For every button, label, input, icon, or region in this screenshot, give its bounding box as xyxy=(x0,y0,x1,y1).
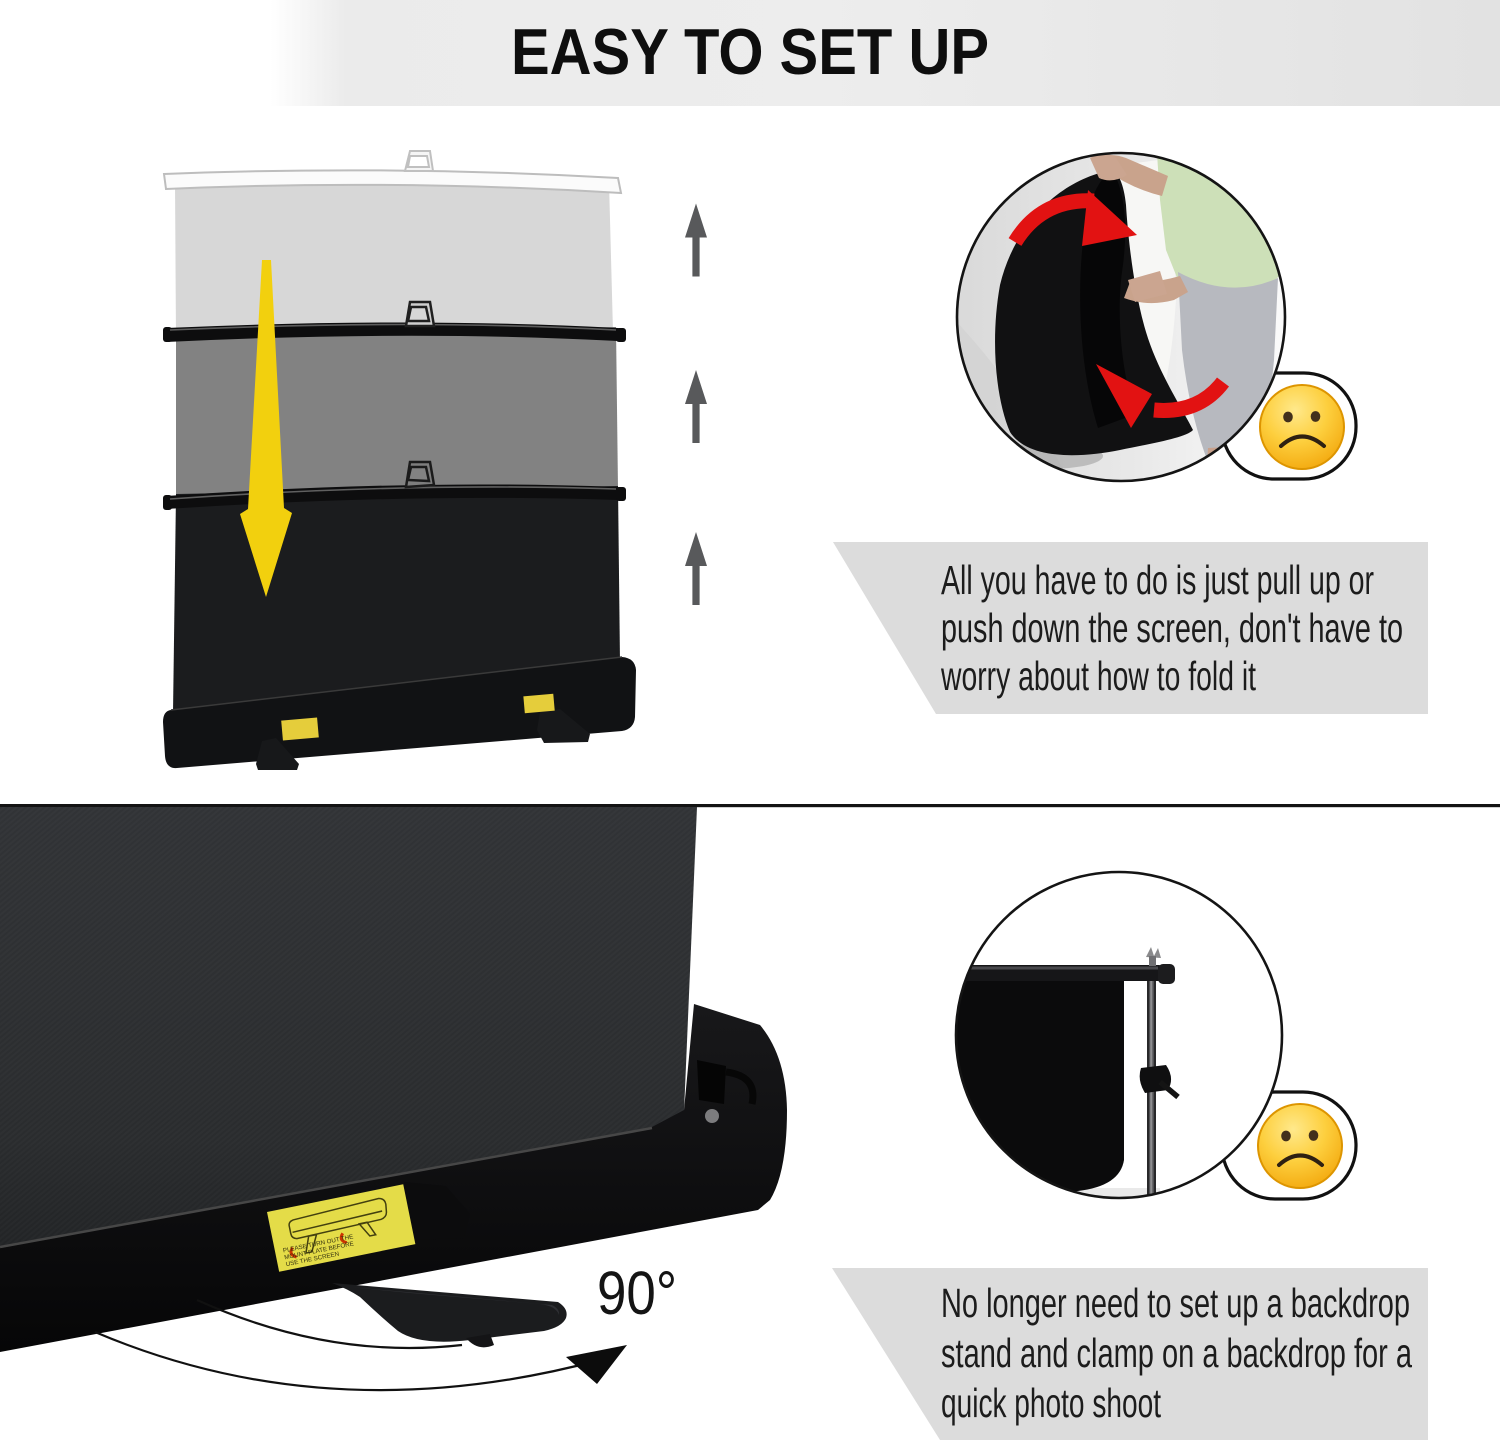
svg-text:worry about how to fold it: worry about how to fold it xyxy=(940,653,1256,699)
svg-text:No longer need to set up a bac: No longer need to set up a backdrop xyxy=(941,1280,1410,1326)
svg-text:stand and clamp on a backdrop: stand and clamp on a backdrop for a xyxy=(941,1330,1412,1376)
svg-text:push down the screen, don't ha: push down the screen, don't have to xyxy=(941,605,1403,651)
svg-text:90°: 90° xyxy=(597,1259,677,1327)
svg-text:All you have to do is just pul: All you have to do is just pull up or xyxy=(941,557,1374,603)
svg-text:EASY TO SET UP: EASY TO SET UP xyxy=(511,15,989,88)
svg-text:quick photo shoot: quick photo shoot xyxy=(941,1380,1161,1426)
